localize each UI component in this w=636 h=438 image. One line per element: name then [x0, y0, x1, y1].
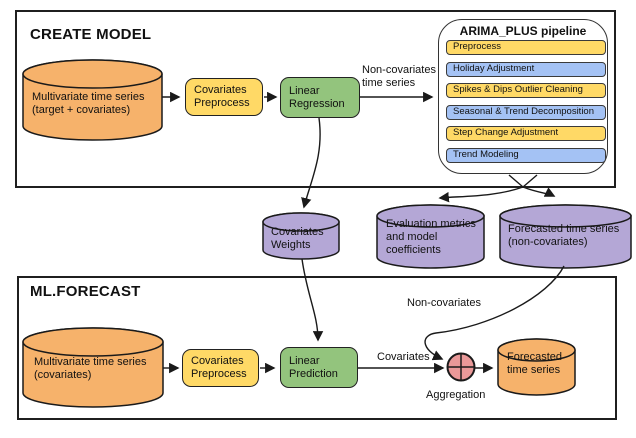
arrow-pipeline-to-forecast-noncov: [522, 186, 556, 197]
evaluation-metrics-label: Evaluation metrics and model coefficient…: [386, 218, 476, 256]
arrow-pipeline-to-evaluation: [438, 186, 524, 203]
ml-forecast-title: ML.FORECAST: [30, 283, 141, 300]
aggregation-label: Aggregation: [426, 389, 486, 401]
pipeline-step-preprocess: Preprocess: [446, 40, 606, 55]
linear-prediction-box: Linear Prediction: [280, 347, 358, 388]
pipeline-step-holiday-adjustment: Holiday Adjustment: [446, 61, 606, 77]
covariates-weights-label: Covariates Weights: [271, 226, 324, 251]
arima-plus-pipeline-container: ARIMA_PLUS pipeline Preprocess Holiday A…: [438, 19, 608, 174]
pipeline-step-spikes-dips: Spikes & Dips Outlier Cleaning: [446, 83, 606, 98]
arima-plus-pipeline-title: ARIMA_PLUS pipeline: [459, 24, 587, 38]
create-model-title: CREATE MODEL: [30, 26, 152, 43]
pipeline-step-step-change: Step Change Adjustment: [446, 126, 606, 141]
forecasted-time-series-label: Forecasted time series: [507, 351, 563, 376]
forecasted-noncovariates-label: Forecasted time series (non-covariates): [508, 223, 620, 248]
noncovariates-edge-label: Non-covariates: [407, 297, 481, 309]
covariates-preprocess-box-top: Covariates Preprocess: [185, 78, 263, 116]
covariates-preprocess-box-bottom: Covariates Preprocess: [182, 349, 259, 387]
multivariate-target-covariates-label: Multivariate time series (target + covar…: [32, 91, 145, 116]
noncovariates-time-series-label: Non-covariates time series: [362, 64, 436, 89]
covariates-edge-label: Covariates: [377, 351, 430, 363]
pipeline-step-trend-modeling: Trend Modeling: [446, 147, 606, 163]
pipeline-step-seasonal-trend: Seasonal & Trend Decomposition: [446, 104, 606, 120]
multivariate-covariates-label: Multivariate time series (covariates): [34, 356, 147, 381]
linear-regression-box: Linear Regression: [280, 77, 360, 118]
